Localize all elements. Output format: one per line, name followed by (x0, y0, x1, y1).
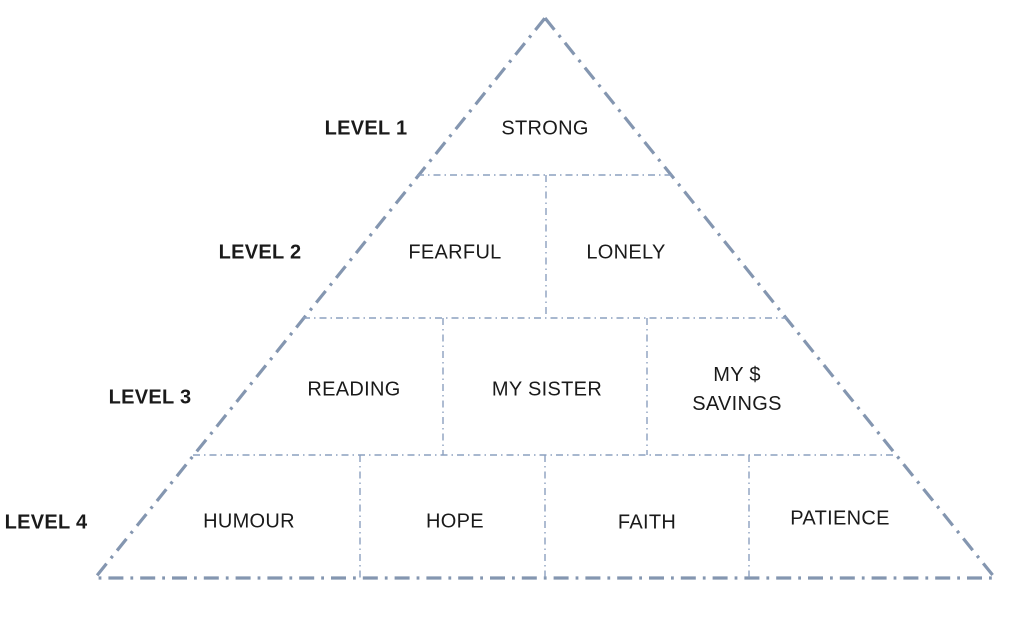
cell-humour: HUMOUR (203, 510, 295, 533)
cell-hope: HOPE (426, 510, 484, 533)
cell-reading: READING (307, 378, 401, 401)
level-2-label: LEVEL 2 (218, 241, 302, 264)
level-4-label: LEVEL 4 (4, 511, 88, 534)
cell-lonely: LONELY (586, 241, 666, 264)
cell-my-savings: MY $ SAVINGS (692, 364, 782, 415)
cell-strong: STRONG (501, 117, 589, 140)
cell-fearful: FEARFUL (408, 241, 502, 264)
cell-patience: PATIENCE (790, 507, 890, 530)
cell-faith: FAITH (617, 511, 677, 534)
cell-my-sister: MY SISTER (491, 378, 603, 401)
pyramid-outline-shape (91, 15, 999, 580)
level-3-label: LEVEL 3 (108, 386, 192, 409)
level-1-label: LEVEL 1 (324, 117, 408, 140)
